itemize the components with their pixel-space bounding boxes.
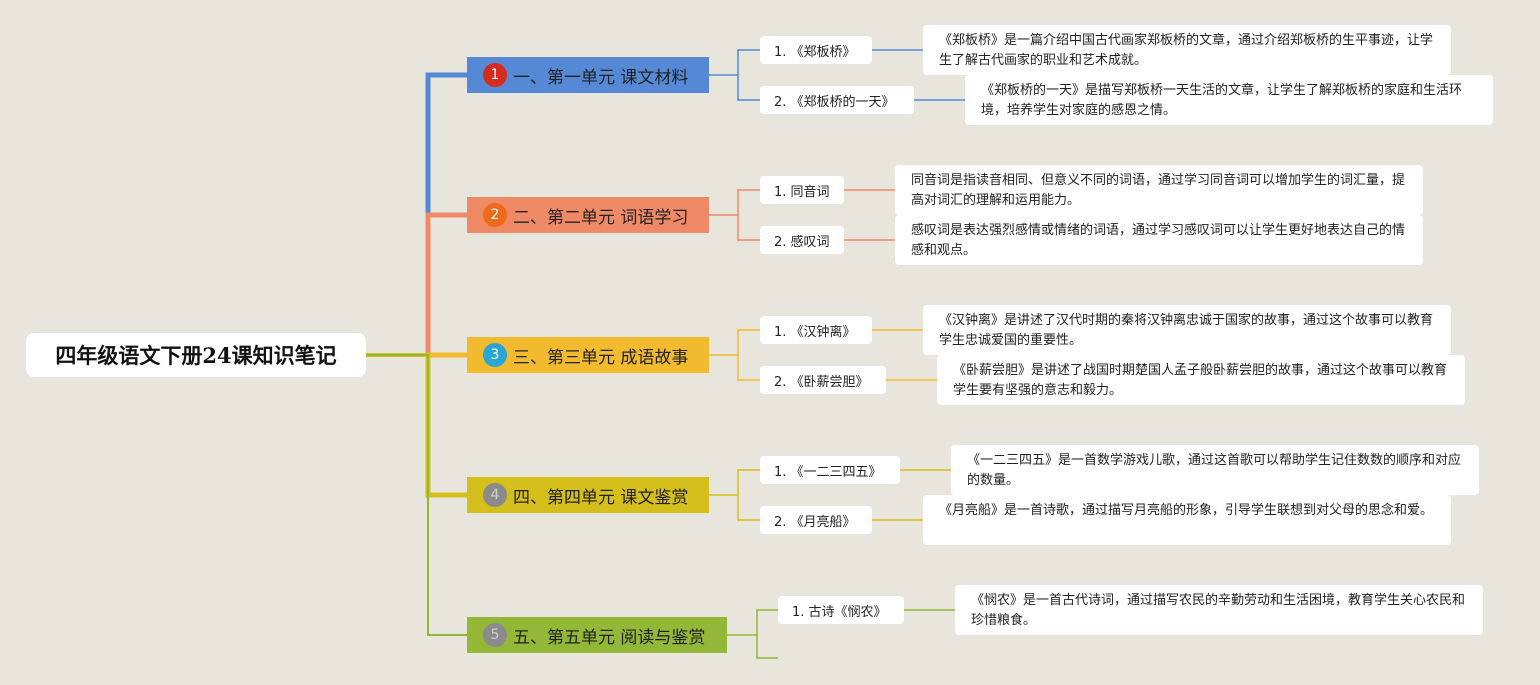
branch-label: 四、第四单元 课文鉴赏	[513, 487, 689, 508]
note-3-2: 《卧薪尝胆》是讲述了战国时期楚国人孟子般卧薪尝胆的故事，通过这个故事可以教育学生…	[937, 355, 1465, 405]
number-badge-icon: 2	[483, 203, 507, 227]
number-badge-icon: 5	[483, 623, 507, 647]
note-3-1: 《汉钟离》是讲述了汉代时期的秦将汉钟离忠诚于国家的故事，通过这个故事可以教育学生…	[923, 305, 1451, 355]
branch-label: 五、第五单元 阅读与鉴赏	[513, 627, 706, 648]
branch-unit-4[interactable]: 4 四、第四单元 课文鉴赏	[467, 477, 709, 513]
branch-unit-2[interactable]: 2 二、第二单元 词语学习	[467, 197, 709, 233]
subtopic-4-2[interactable]: 2. 《月亮船》	[760, 506, 872, 534]
subtopic-5-1[interactable]: 1. 古诗《悯农》	[778, 596, 904, 624]
branch-unit-1[interactable]: 1 一、第一单元 课文材料	[467, 57, 709, 93]
root-topic[interactable]: 四年级语文下册24课知识笔记	[26, 333, 366, 377]
number-badge-icon: 4	[483, 483, 507, 507]
note-1-2: 《郑板桥的一天》是描写郑板桥一天生活的文章，让学生了解郑板桥的家庭和生活环境，培…	[965, 75, 1493, 125]
note-5-1: 《悯农》是一首古代诗词，通过描写农民的辛勤劳动和生活困境，教育学生关心农民和珍惜…	[955, 585, 1483, 635]
branch-unit-5[interactable]: 5 五、第五单元 阅读与鉴赏	[467, 617, 727, 653]
subtopic-3-2[interactable]: 2. 《卧薪尝胆》	[760, 366, 886, 394]
subtopic-4-1[interactable]: 1. 《一二三四五》	[760, 456, 900, 484]
subtopic-2-2[interactable]: 2. 感叹词	[760, 226, 844, 254]
branch-label: 三、第三单元 成语故事	[513, 347, 689, 368]
subtopic-2-1[interactable]: 1. 同音词	[760, 176, 844, 204]
note-2-1: 同音词是指读音相同、但意义不同的词语，通过学习同音词可以增加学生的词汇量，提高对…	[895, 165, 1423, 215]
branch-unit-3[interactable]: 3 三、第三单元 成语故事	[467, 337, 709, 373]
number-badge-icon: 1	[483, 63, 507, 87]
branch-label: 二、第二单元 词语学习	[513, 207, 689, 228]
number-badge-icon: 3	[483, 343, 507, 367]
subtopic-1-2[interactable]: 2. 《郑板桥的一天》	[760, 86, 914, 114]
note-1-1: 《郑板桥》是一篇介绍中国古代画家郑板桥的文章，通过介绍郑板桥的生平事迹，让学生了…	[923, 25, 1451, 75]
note-4-2: 《月亮船》是一首诗歌，通过描写月亮船的形象，引导学生联想到对父母的思念和爱。	[923, 495, 1451, 545]
branch-label: 一、第一单元 课文材料	[513, 67, 689, 88]
subtopic-1-1[interactable]: 1. 《郑板桥》	[760, 36, 872, 64]
subtopic-3-1[interactable]: 1. 《汉钟离》	[760, 316, 872, 344]
note-2-2: 感叹词是表达强烈感情或情绪的词语，通过学习感叹词可以让学生更好地表达自己的情感和…	[895, 215, 1423, 265]
note-4-1: 《一二三四五》是一首数学游戏儿歌，通过这首歌可以帮助学生记住数数的顺序和对应的数…	[951, 445, 1479, 495]
